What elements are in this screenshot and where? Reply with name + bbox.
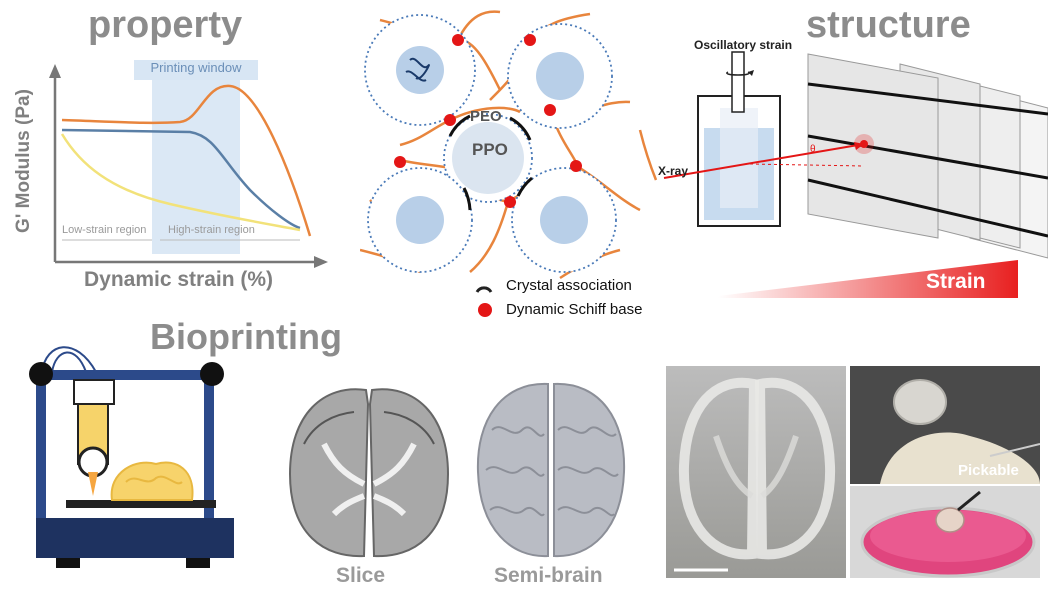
legend-crystal-label: Crystal association <box>506 277 632 294</box>
property-title: property <box>88 4 243 46</box>
bioprinting-title: Bioprinting <box>150 316 342 357</box>
printed-slice-photo <box>666 366 846 578</box>
micelle-bottom-right <box>511 167 617 273</box>
x-axis-arrow <box>314 256 328 268</box>
strain-gradient-bar <box>718 260 1018 298</box>
orange-curve <box>61 84 312 237</box>
oscillatory-strain-label: Oscillatory strain <box>694 38 793 52</box>
micelle-top-left <box>364 14 476 126</box>
ppo-label: PPO <box>472 140 508 159</box>
xray-beam <box>663 143 865 179</box>
micelle-center <box>443 113 533 203</box>
micelle-network <box>360 10 658 280</box>
pickable-label: Pickable <box>958 462 1019 479</box>
blue-curve <box>61 128 301 230</box>
low-strain-label: Low-strain region <box>62 224 147 236</box>
property-chart <box>49 60 328 268</box>
micelle-bottom-left <box>367 167 473 273</box>
micelle-top-right <box>507 23 613 129</box>
pickable-photo <box>850 366 1040 484</box>
printing-window-label: Printing window <box>150 60 242 75</box>
yellow-curve <box>60 133 301 232</box>
y-axis-arrow <box>49 64 61 78</box>
semi-brain-icon <box>476 382 626 558</box>
xray-label: X-ray <box>658 164 689 178</box>
crystal-association-icon <box>475 286 493 293</box>
y-axis-label: G' Modulus (Pa) <box>13 89 34 233</box>
peo-label: PEO <box>470 108 502 125</box>
printer-icon <box>29 346 234 568</box>
structure-title: structure <box>806 4 971 46</box>
printing-window-band <box>152 76 240 254</box>
brain-slice-icon <box>288 388 450 558</box>
slice-label: Slice <box>336 564 386 587</box>
x-axis-label: Dynamic strain (%) <box>84 268 274 291</box>
schiff-base-dots <box>394 34 582 208</box>
detector-frames <box>807 53 1048 259</box>
schiff-base-icon <box>478 303 492 317</box>
strain-label: Strain <box>926 270 986 293</box>
scatter-line <box>749 163 865 167</box>
high-strain-label: High-strain region <box>168 224 255 236</box>
petri-dish-photo <box>850 486 1040 578</box>
legend-schiff-label: Dynamic Schiff base <box>506 301 643 318</box>
rheometer-cup-icon <box>697 51 781 227</box>
semi-brain-label: Semi-brain <box>494 564 603 587</box>
printing-window-label-bg <box>134 60 258 80</box>
saxs-setup <box>663 51 1048 298</box>
theta-label: θ <box>810 144 816 155</box>
